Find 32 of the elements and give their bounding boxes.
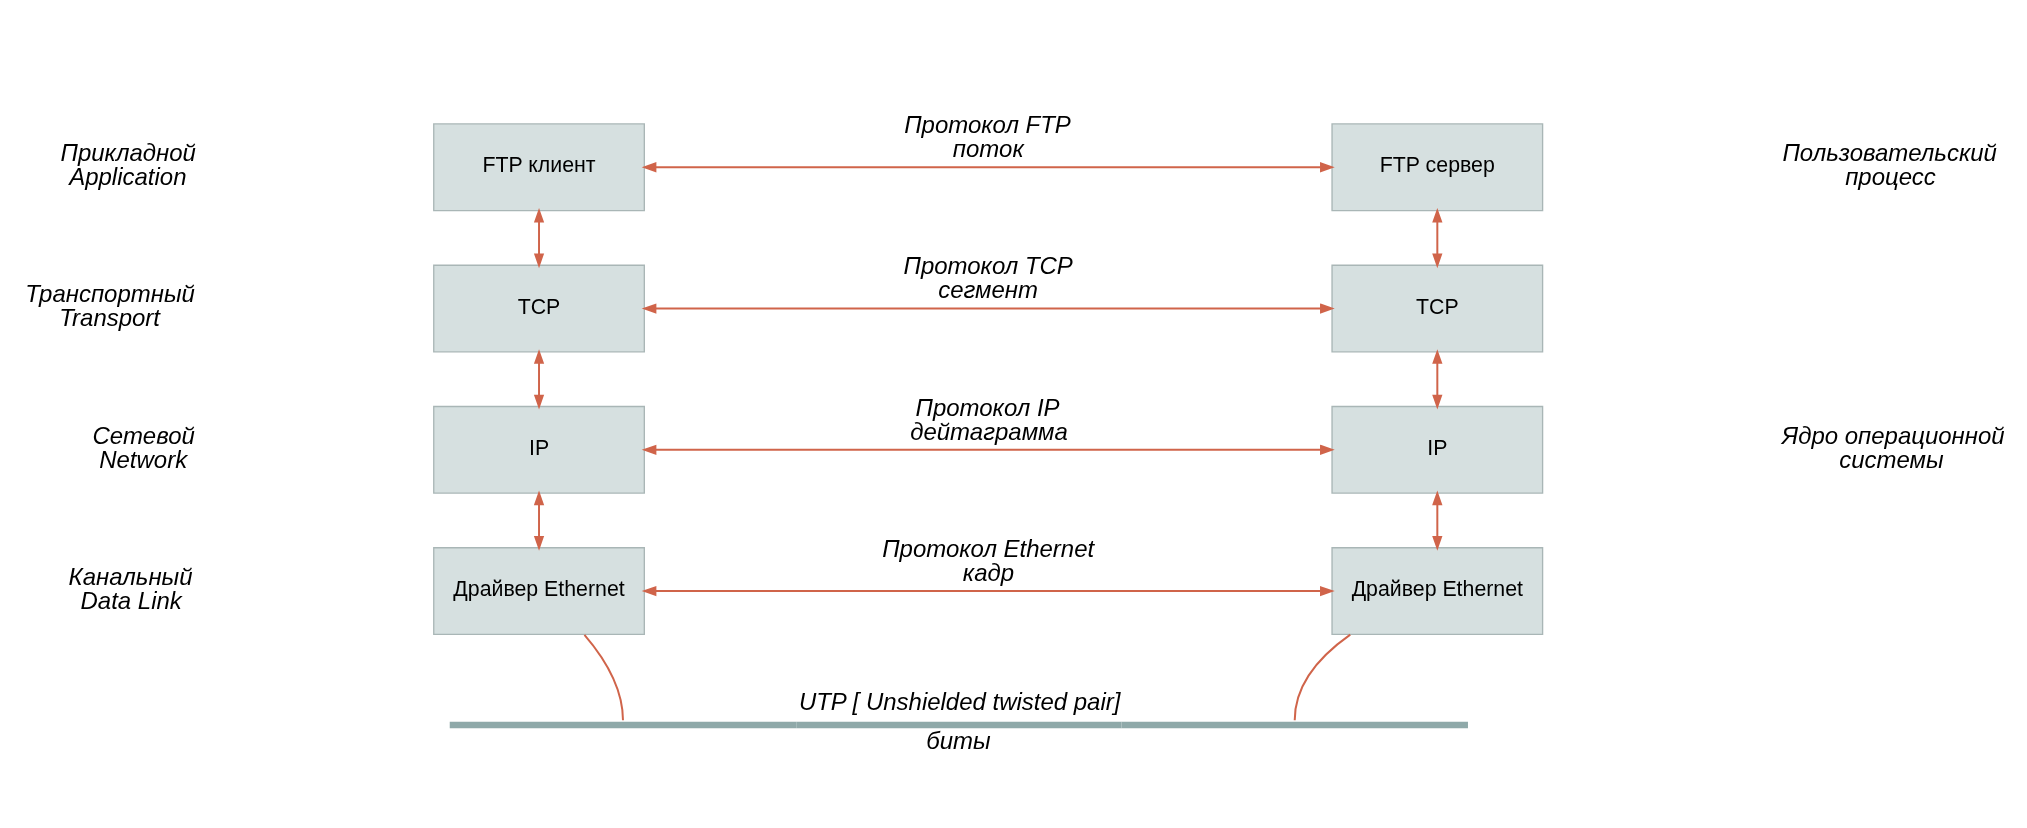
arrow — [641, 444, 1335, 455]
label: Ядро операционной системы — [1781, 421, 2005, 473]
node-box: Драйвер Ethernet — [433, 547, 645, 636]
arrow — [1432, 349, 1443, 410]
node-box: TCP — [433, 264, 645, 353]
arrow — [533, 490, 545, 551]
node-box: Драйвер Ethernet — [1331, 547, 1544, 636]
node-box: IP — [1331, 405, 1544, 494]
label: Сетевой Network — [92, 421, 195, 473]
arrow — [641, 162, 1335, 173]
connector — [583, 633, 624, 722]
edge-label: Протокол Ethernet кадр — [882, 534, 1095, 586]
edge-label: Протокол IP дейтаграмма — [910, 393, 1068, 445]
arrow — [1432, 490, 1443, 551]
label: Прикладной Application — [60, 139, 196, 191]
node-label: биты — [926, 726, 991, 754]
edge-label: Протокол TCP сегмент — [903, 252, 1073, 304]
node-box: FTP сервер — [1331, 123, 1544, 212]
node-box: TCP — [1331, 264, 1544, 353]
label: Канальный Data Link — [68, 562, 193, 614]
arrow — [533, 207, 545, 269]
node-label: UTP [ Unshielded twisted pair] — [798, 688, 1121, 716]
arrow — [641, 303, 1335, 314]
node-box: FTP клиент — [433, 123, 645, 212]
node-box: IP — [433, 405, 645, 494]
arrow — [641, 585, 1335, 597]
arrow — [533, 349, 545, 410]
label: Транспортный Transport — [25, 280, 195, 332]
arrow — [1432, 207, 1443, 269]
connector — [1293, 633, 1352, 722]
label: Пользовательский процесс — [1782, 139, 1997, 191]
edge-label: Протокол FTP поток — [904, 111, 1071, 163]
